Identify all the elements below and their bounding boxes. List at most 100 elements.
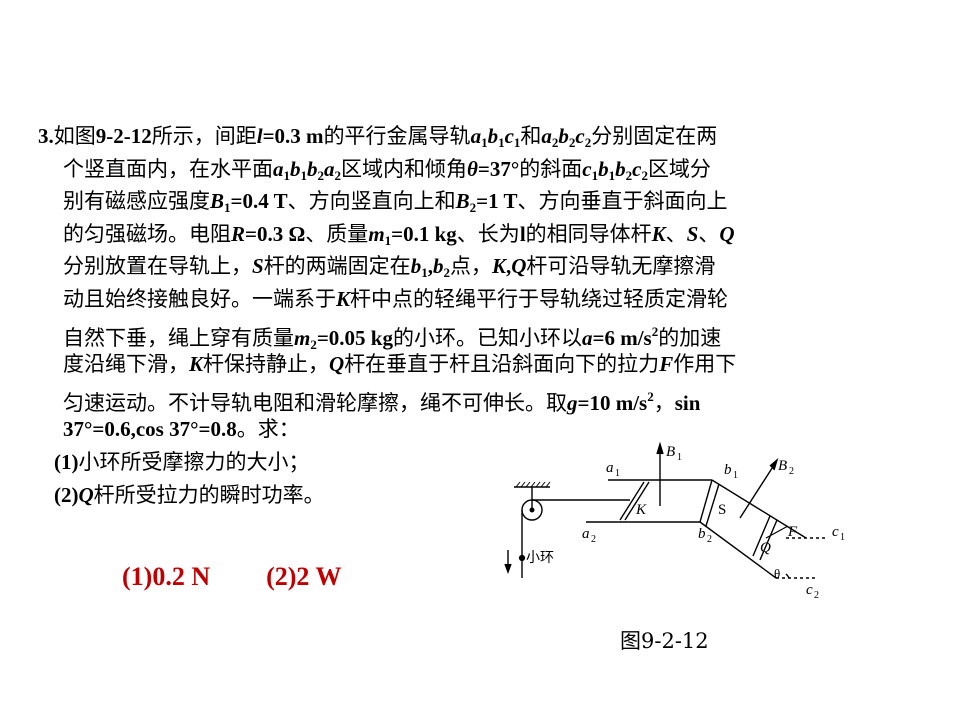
var: K [336, 286, 351, 311]
sub: 2 [310, 336, 317, 352]
text: 、质量 [305, 221, 369, 246]
b2-arrowhead [769, 457, 779, 471]
value: =0.05 kg [316, 325, 393, 350]
text: 的平行金属导轨 [323, 124, 471, 148]
sub: 2 [469, 200, 477, 216]
label-B1-sub: 1 [677, 452, 682, 463]
var-theta: θ [467, 156, 478, 181]
text: 杆所受拉力的瞬时功率。 [93, 482, 325, 507]
rail-b1-c1 [711, 479, 807, 539]
sub: 1 [300, 167, 308, 183]
var: c [575, 124, 585, 148]
text: 分别放置在导轨上， [63, 254, 252, 279]
theta-arc [785, 573, 790, 579]
sub: 1 [498, 135, 505, 150]
label-b2: b [698, 526, 706, 542]
label-a1: a [606, 460, 614, 476]
figure-caption: 图9-2-12 [620, 629, 709, 653]
problem-line-10: 37°=0.6,cos 37°=0.8。求： [38, 413, 938, 446]
answers: (1)0.2 N(2)2 W [122, 562, 341, 592]
problem-line-9: 匀速运动。不计导轨电阻和滑轮摩擦，绳不可伸长。取g=10 m/s2，sin [38, 381, 938, 415]
sub: 1 [513, 135, 521, 150]
text: 的斜面 [519, 156, 583, 181]
answer-1: (1)0.2 N [122, 562, 211, 591]
text: 匀速运动。不计导轨电阻和滑轮摩擦，绳不可伸长。取 [63, 390, 567, 415]
text: 的小环。已知小环以 [393, 325, 582, 350]
var: K [651, 221, 666, 246]
sub: 1 [608, 167, 616, 183]
var: b [307, 156, 318, 181]
rail-b2-c2 [699, 521, 777, 579]
problem-line-7: 自然下垂，绳上穿有质量m2=0.05 kg的小环。已知小环以a=6 m/s2的加… [38, 316, 938, 352]
value: =0.3 Ω [245, 221, 306, 246]
rod-S [699, 479, 713, 523]
text: 、方向垂直于斜面向上 [517, 189, 728, 214]
text: 所示，间距 [151, 124, 257, 148]
text: 、长为 [456, 221, 520, 246]
text: 动且始终接触良好。一端系于 [63, 286, 336, 311]
problem-line-2: 个竖直面内，在水平面a1b1b2a2区域内和倾角θ=37°的斜面c1b1b2c2… [38, 153, 938, 186]
sup: 2 [651, 323, 659, 339]
problem-line-1: 3.如图9-2-12所示，间距l=0.3 m的平行金属导轨a1b1c1和a2b2… [38, 120, 938, 153]
var-l: l [256, 124, 263, 148]
label-B2-sub: 2 [789, 466, 794, 477]
value: =37° [477, 156, 520, 181]
value: =0.3 m [262, 124, 324, 148]
value: =1 T [476, 189, 518, 214]
label-b2-sub: 2 [707, 534, 712, 545]
var: b [487, 124, 499, 148]
value: =0.4 T [230, 189, 288, 214]
text: 如图 [53, 124, 96, 148]
label-c2-sub: 2 [814, 590, 819, 601]
text: 区域内和倾角 [341, 156, 467, 181]
ceiling-hatch [515, 481, 551, 488]
value: =6 m/s [592, 325, 652, 350]
var: B [210, 189, 225, 214]
problem-line-6: 动且始终接触良好。一端系于K杆中点的轻绳平行于导轨绕过轻质定滑轮 [38, 283, 938, 316]
var: F [659, 352, 674, 377]
var: b [410, 254, 422, 279]
value: =0.1 kg [391, 221, 457, 246]
sub: 2 [551, 135, 559, 150]
label-b1: b [724, 462, 732, 478]
label-K: K [635, 502, 647, 518]
var: a [541, 124, 552, 148]
label-c2: c [806, 582, 813, 598]
var: b [558, 124, 569, 148]
sub: 2 [443, 265, 450, 281]
text: , [427, 254, 433, 279]
value: =10 m/s [577, 390, 648, 415]
var: b [615, 156, 626, 181]
var: m [294, 325, 311, 350]
var: K [189, 352, 204, 377]
var: a [324, 156, 335, 181]
sub: 2 [568, 135, 576, 150]
label-a2-sub: 2 [591, 534, 596, 545]
b1-arrowhead [656, 441, 664, 455]
var: S [252, 254, 264, 279]
label-c1-sub: 1 [840, 532, 845, 543]
text: 度沿绳下滑， [63, 352, 189, 377]
label-theta: θ [774, 566, 780, 581]
text: 个竖直面内，在水平面 [63, 156, 273, 181]
label-a1-sub: 1 [615, 468, 620, 479]
text: 作用下 [673, 352, 737, 377]
ring [518, 554, 526, 562]
sub: 1 [591, 167, 599, 183]
question-1: (1)小环所受摩擦力的大小； [38, 446, 938, 479]
text: 分别固定在两 [591, 124, 718, 148]
rod-K [619, 481, 645, 521]
text: 区域分 [647, 156, 711, 181]
var: c [582, 156, 592, 181]
var: g [567, 390, 578, 415]
b2-arrow [739, 461, 777, 519]
problem-line-4: 的匀强磁场。电阻R=0.3 Ω、质量m1=0.1 kg、长为l的相同导体杆K、S… [38, 218, 938, 251]
text: 杆中点的轻绳平行于导轨绕过轻质定滑轮 [350, 286, 729, 311]
text: 的相同导体杆 [525, 221, 652, 246]
sup: 2 [647, 388, 654, 404]
text: 杆保持静止， [203, 352, 330, 377]
text: 杆可沿导轨无摩擦滑 [526, 254, 716, 279]
label-a2: a [582, 526, 590, 542]
text: 小环所受摩擦力的大小； [78, 449, 310, 474]
question-2: (2)Q杆所受拉力的瞬时功率。 [38, 479, 938, 512]
